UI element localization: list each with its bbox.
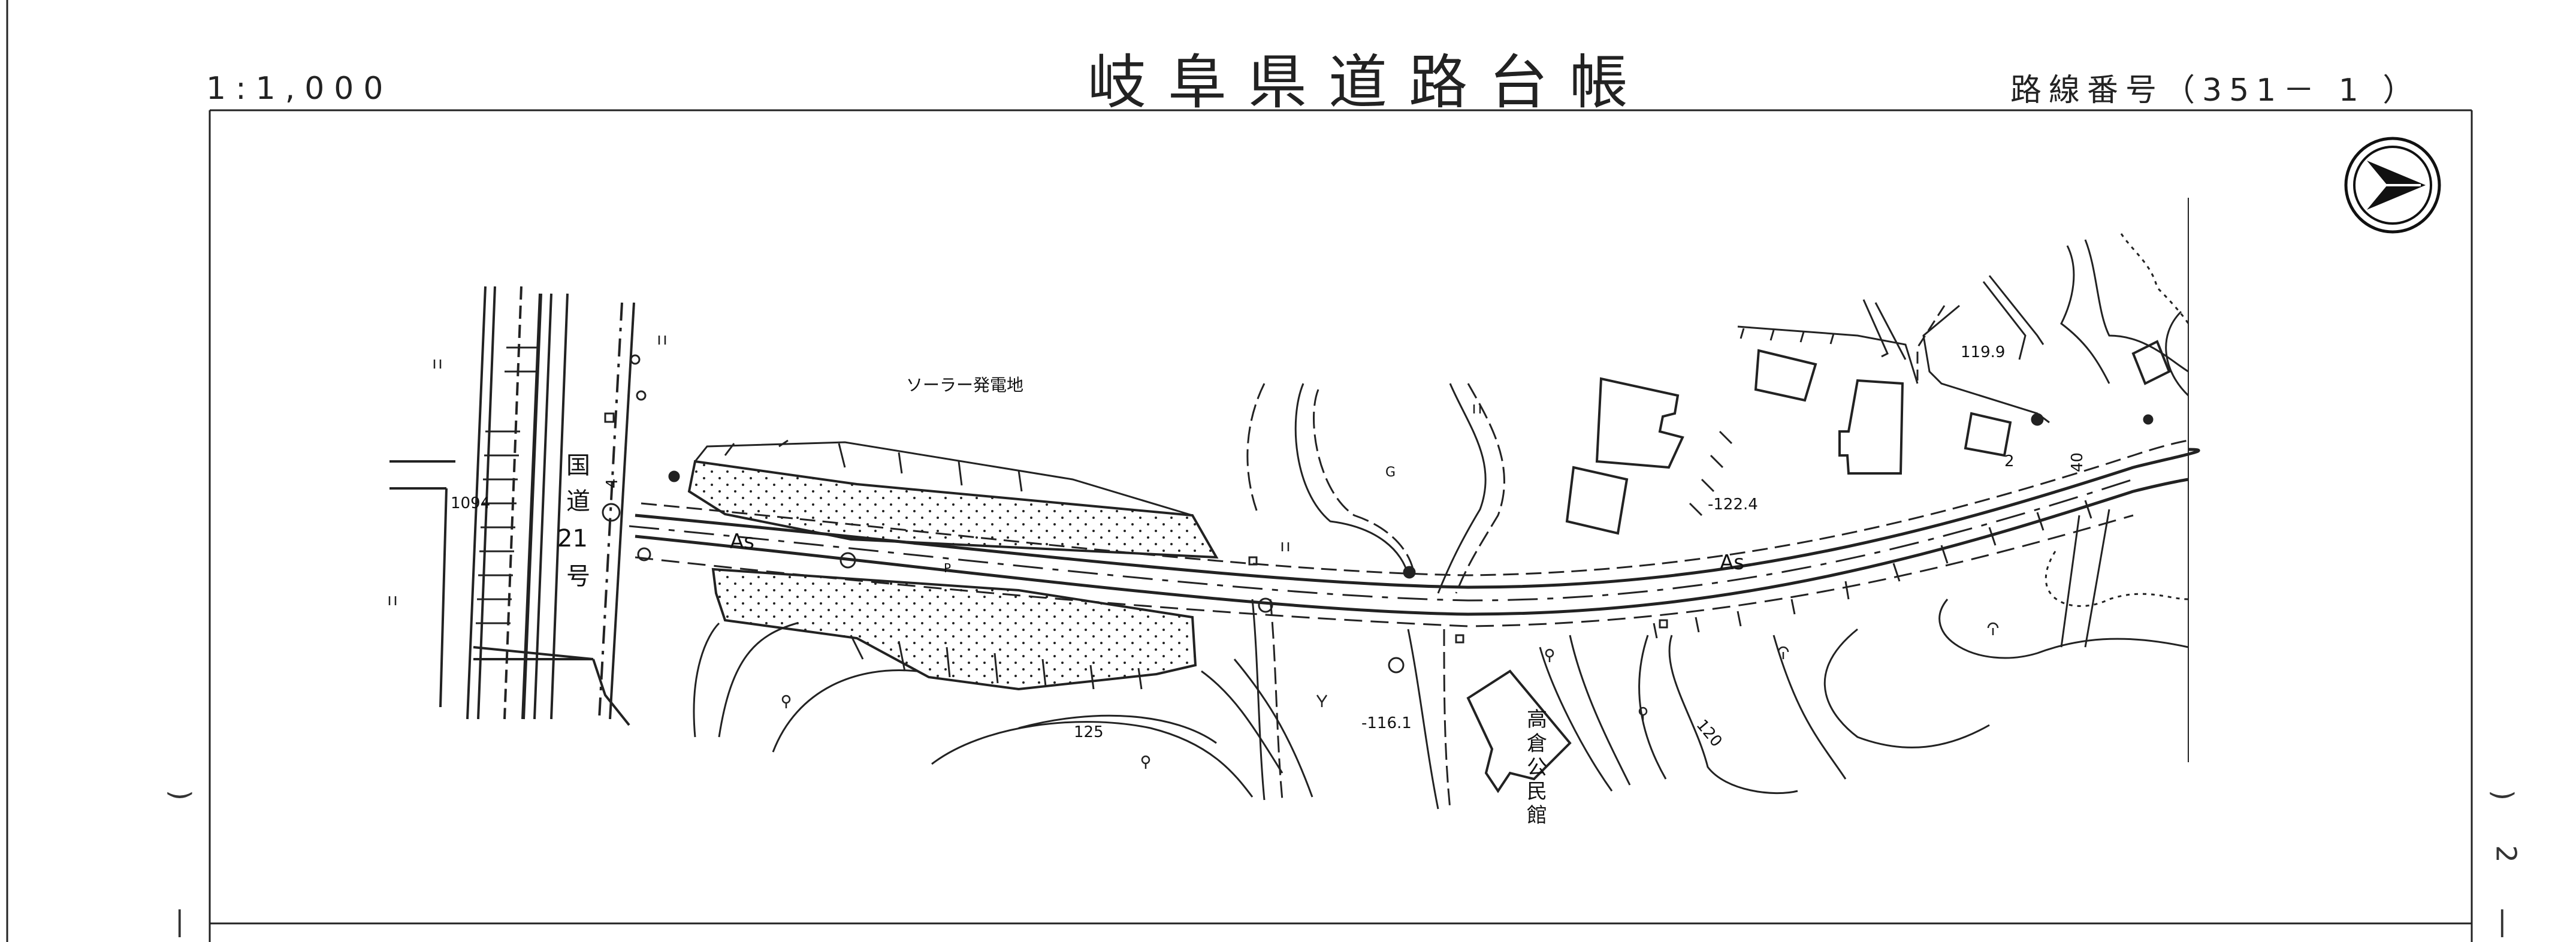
p-mark-label: P bbox=[944, 561, 951, 575]
svg-text:道: 道 bbox=[566, 488, 590, 515]
width-40-label: 40 bbox=[2068, 452, 2086, 472]
rail-ticks bbox=[476, 346, 539, 624]
sheet-frame bbox=[6, 0, 2473, 942]
national-road-number-label: 4 bbox=[603, 478, 621, 488]
side-roads bbox=[1246, 383, 1631, 810]
svg-text:民: 民 bbox=[1527, 780, 1547, 804]
svg-text:号: 号 bbox=[566, 563, 590, 590]
compass-arrow-icon bbox=[2344, 137, 2441, 234]
national-road-label: 国 道 21 号 bbox=[557, 452, 590, 590]
map-symbols bbox=[602, 354, 2154, 674]
national-road-21 bbox=[389, 286, 635, 726]
svg-text:館: 館 bbox=[1527, 804, 1547, 828]
field-symbol bbox=[388, 336, 1481, 605]
svg-text:公: 公 bbox=[1527, 756, 1547, 780]
g-mark-label: G bbox=[1385, 465, 1396, 480]
left-edge-dash: | bbox=[175, 905, 185, 937]
elevation-1094: 1094 bbox=[451, 494, 490, 512]
right-edge-dash: | bbox=[2498, 905, 2507, 937]
slope-hatching bbox=[850, 430, 2092, 690]
elevation-116-1: -116.1 bbox=[1361, 714, 1412, 732]
elevation-119-9: 119.9 bbox=[1961, 343, 2005, 361]
asphalt-label-east: As bbox=[1720, 551, 1744, 575]
width-2-label: 2 bbox=[2004, 452, 2015, 470]
svg-text:高: 高 bbox=[1527, 708, 1547, 732]
asphalt-label-west: As bbox=[730, 530, 754, 554]
svg-text:倉: 倉 bbox=[1527, 732, 1547, 756]
contour-lines bbox=[693, 509, 2189, 798]
orchard-symbol bbox=[781, 648, 1648, 769]
community-hall-label: 高 倉 公 民 館 bbox=[1527, 708, 1547, 828]
route-number: 路線番号（351－ 1 ） bbox=[2010, 73, 2421, 108]
elevation-122-4: -122.4 bbox=[1708, 496, 1758, 514]
embankment-slopes bbox=[687, 460, 1219, 691]
sheet-title: 岐阜県道路台帳 bbox=[1088, 49, 1650, 117]
contour-120-label: 120 bbox=[1693, 716, 1726, 750]
svg-text:21: 21 bbox=[557, 525, 588, 552]
broadleaf-symbol bbox=[1316, 622, 1999, 707]
contour-125-label: 125 bbox=[1074, 723, 1104, 741]
map-scale: 1:1,000 bbox=[206, 71, 393, 107]
solar-plant-label: ソーラー発電地 bbox=[906, 375, 1023, 395]
buildings bbox=[1466, 349, 2012, 793]
upper-right-lots bbox=[1737, 233, 2190, 424]
solar-plant-boundary bbox=[694, 439, 1193, 517]
svg-text:国: 国 bbox=[566, 452, 590, 479]
